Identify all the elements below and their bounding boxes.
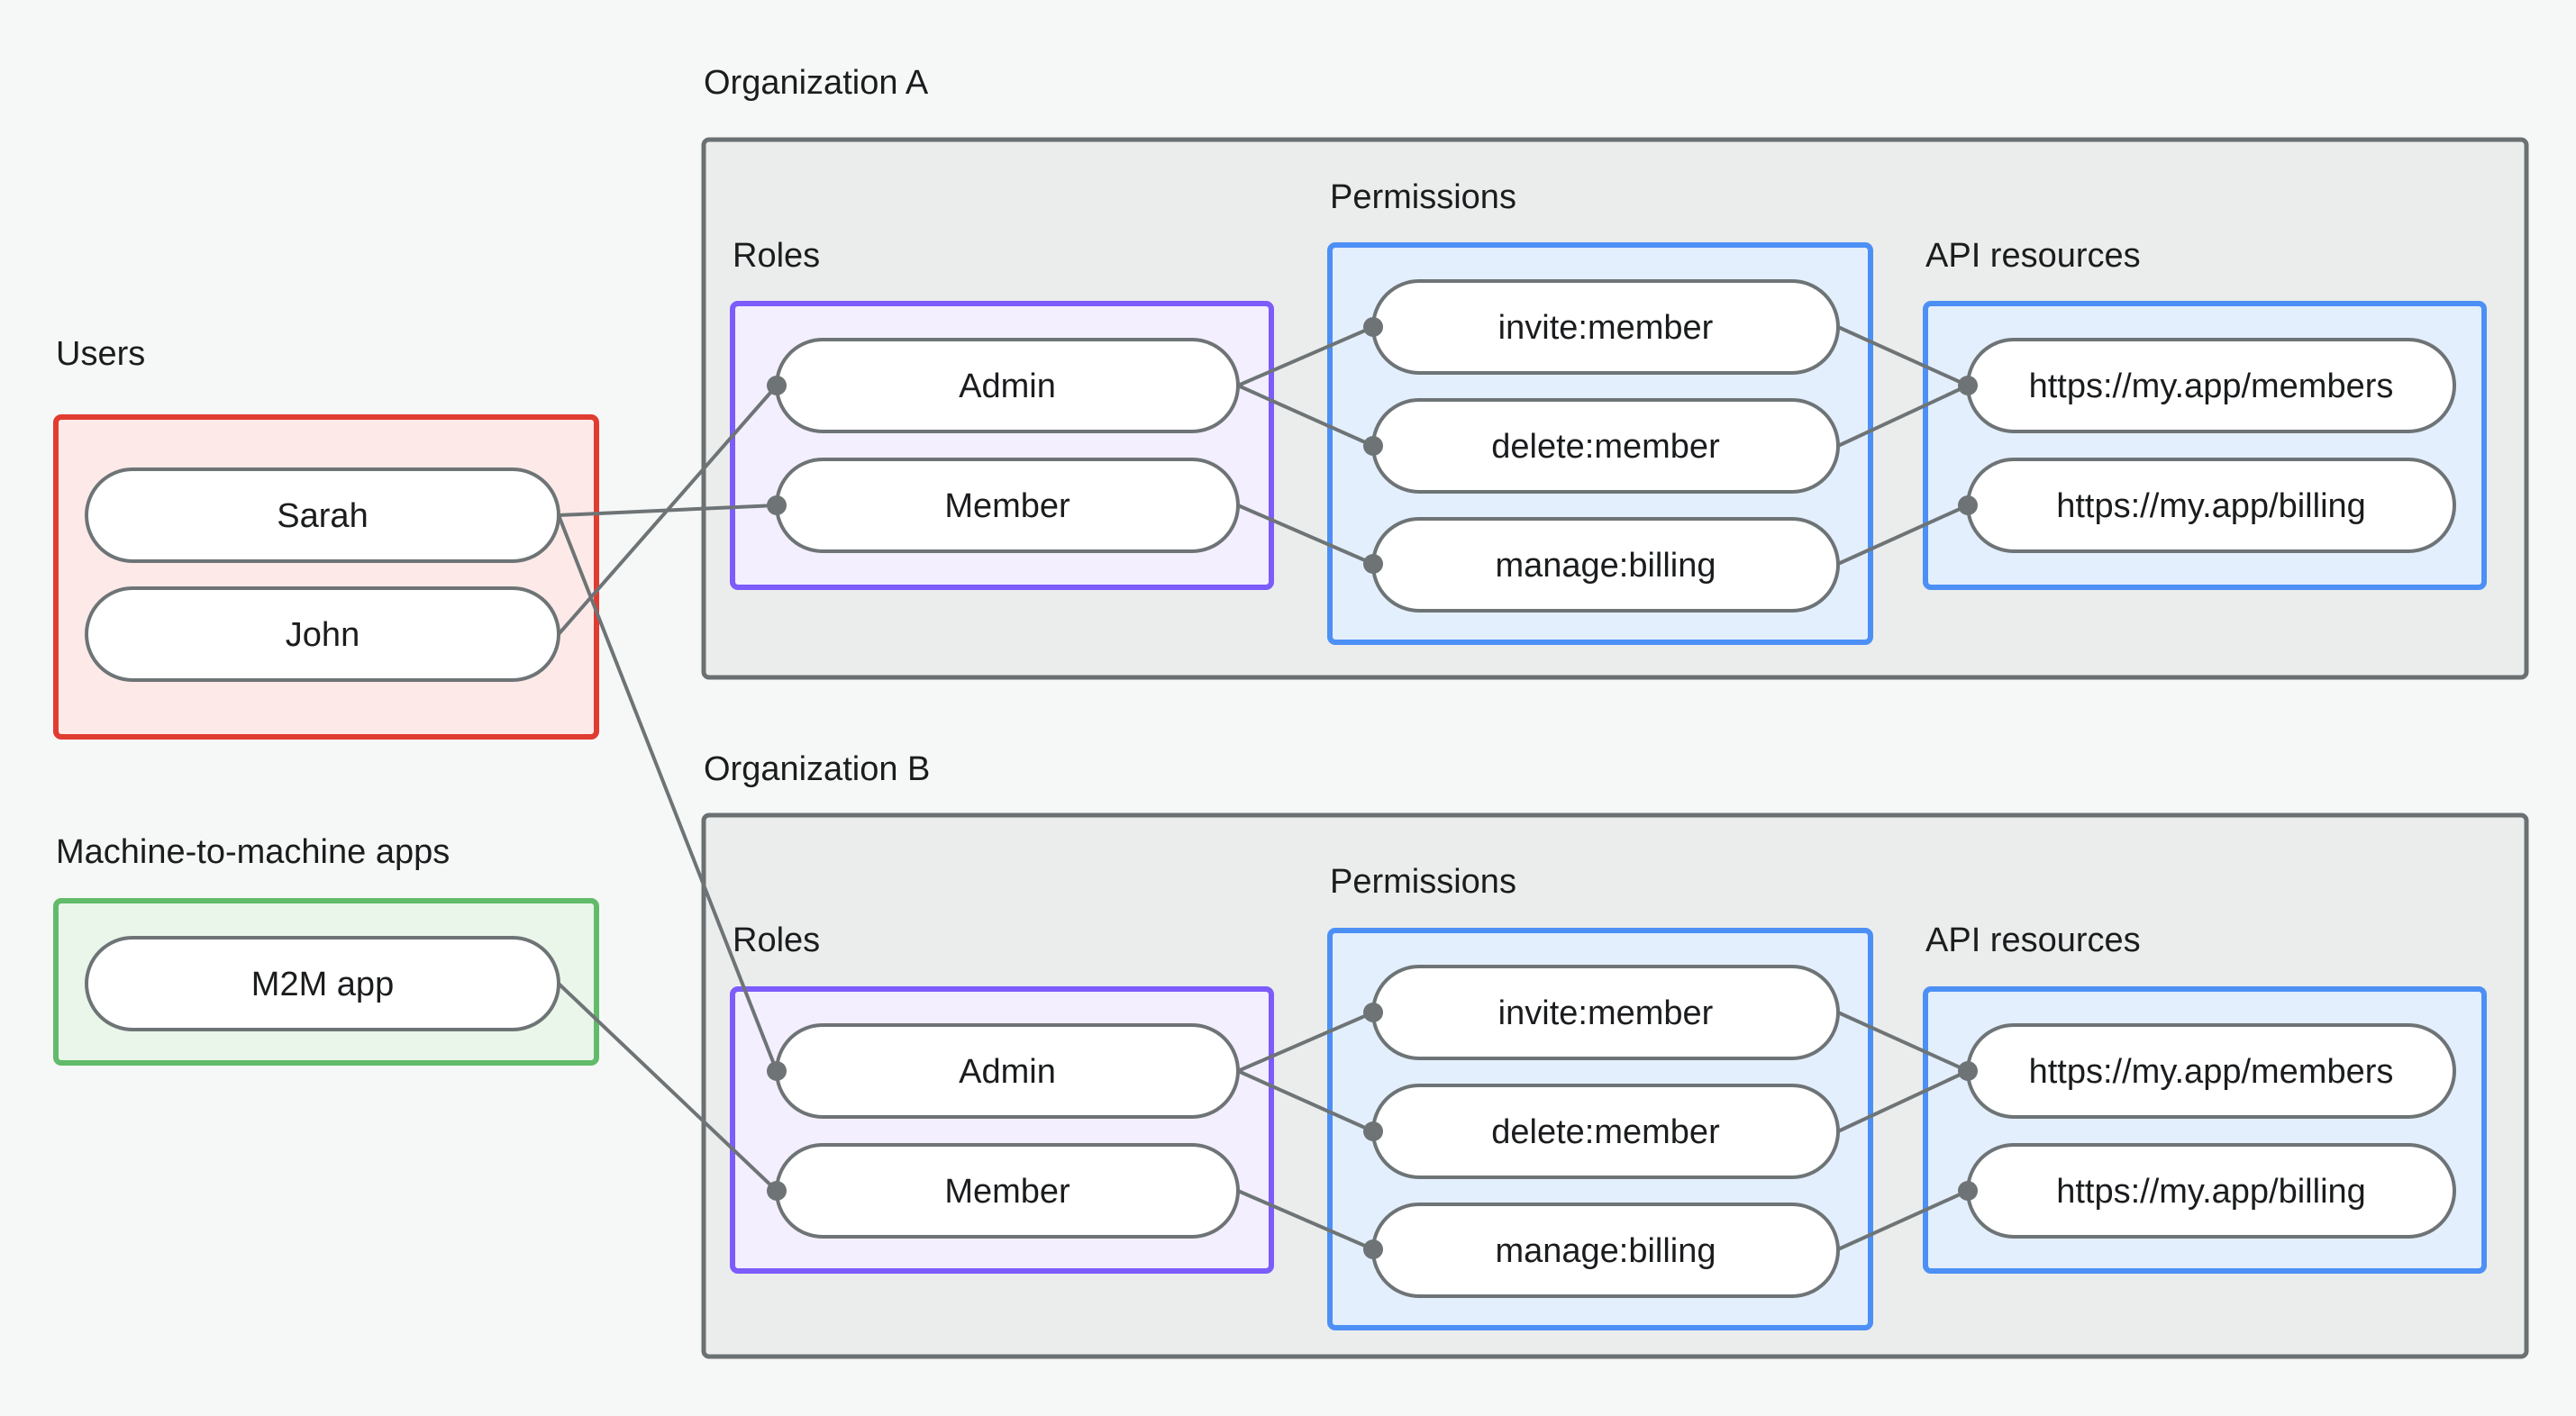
endpoint-dot [1363,1003,1383,1022]
org-b-title: Organization B [704,750,930,788]
endpoint-dot-layer [767,317,1978,1259]
edge-m2m-to-orgb-member [557,982,778,1193]
edge-sarah-to-orgb-admin [557,514,778,1072]
org-b-permissions-title: Permissions [1330,863,1516,901]
users-title: Users [56,335,145,373]
org-a-api-title: API resources [1925,237,2141,275]
endpoint-dot [1363,1121,1383,1141]
edge-orga-admin-to-invite [1237,325,1374,387]
role-node-label: Member [944,487,1070,525]
endpoint-dot [1958,1061,1978,1081]
permission-node-label: delete:member [1491,1113,1720,1151]
edge-orgb-manage-to-billing [1837,1189,1969,1251]
org-b-role-admin[interactable]: Admin [775,1023,1240,1119]
role-node-label: Admin [959,368,1056,405]
edge-orgb-admin-to-delete [1237,1069,1374,1133]
permission-node-label: manage:billing [1495,1232,1716,1270]
org-b-roles-title: Roles [733,921,820,959]
role-node-label: Admin [959,1053,1056,1091]
endpoint-dot [767,1061,787,1081]
permission-node-label: delete:member [1491,428,1720,466]
org-a-title: Organization A [704,64,929,102]
user-node-label: Sarah [277,497,368,535]
org-b-api-resource-billing[interactable]: https://my.app/billing [1966,1143,2456,1239]
edge-orga-admin-to-delete [1237,384,1374,448]
api-resource-node-label: https://my.app/members [2029,1053,2394,1091]
org-a-permission-invite-member[interactable]: invite:member [1371,279,1840,375]
m2m-title: Machine-to-machine apps [56,833,450,871]
org-b-role-member[interactable]: Member [775,1143,1240,1239]
org-b-permission-invite-member[interactable]: invite:member [1371,965,1840,1060]
org-a-permissions-title: Permissions [1330,178,1516,216]
endpoint-dot [1363,1239,1383,1259]
edge-john-to-orga-admin [557,384,778,636]
user-node-john[interactable]: John [85,586,560,682]
edge-orga-manage-to-billing [1837,504,1969,566]
endpoint-dot [1363,317,1383,337]
endpoint-dot [767,495,787,515]
user-node-sarah[interactable]: Sarah [85,467,560,563]
endpoint-dot [767,1181,787,1201]
api-resource-node-label: https://my.app/members [2029,368,2394,405]
api-resource-node-label: https://my.app/billing [2056,1173,2366,1211]
edge-orga-delete-to-members [1837,384,1969,448]
org-b-api-title: API resources [1925,921,2141,959]
edge-orgb-delete-to-members [1837,1069,1969,1133]
org-b-permission-delete-member[interactable]: delete:member [1371,1084,1840,1179]
org-b-api-resource-members[interactable]: https://my.app/members [1966,1023,2456,1119]
endpoint-dot [1958,495,1978,515]
endpoint-dot [1363,554,1383,574]
permission-node-label: invite:member [1498,309,1714,347]
org-a-role-member[interactable]: Member [775,458,1240,553]
org-a-api-resource-billing[interactable]: https://my.app/billing [1966,458,2456,553]
org-a-permission-manage-billing[interactable]: manage:billing [1371,517,1840,613]
edge-orga-member-to-manage [1237,504,1374,566]
org-a-role-admin[interactable]: Admin [775,338,1240,433]
edge-orga-invite-to-members [1837,325,1969,387]
permission-node-label: manage:billing [1495,547,1716,585]
role-node-label: Member [944,1173,1070,1211]
edge-orgb-member-to-manage [1237,1189,1374,1251]
m2m-node-label: M2M app [251,966,394,1003]
api-resource-node-label: https://my.app/billing [2056,487,2366,525]
endpoint-dot [1363,436,1383,456]
org-a-api-resource-members[interactable]: https://my.app/members [1966,338,2456,433]
edge-layer [557,325,1969,1251]
m2m-node-app[interactable]: M2M app [85,936,560,1031]
org-b-permission-manage-billing[interactable]: manage:billing [1371,1203,1840,1298]
edge-orgb-admin-to-invite [1237,1011,1374,1073]
endpoint-dot [767,376,787,395]
org-a-roles-title: Roles [733,237,820,275]
endpoint-dot [1958,1181,1978,1201]
org-a-permission-delete-member[interactable]: delete:member [1371,398,1840,494]
edge-orgb-invite-to-members [1837,1011,1969,1073]
permission-node-label: invite:member [1498,994,1714,1032]
endpoint-dot [1958,376,1978,395]
user-node-label: John [286,616,360,654]
users-box [53,414,599,740]
